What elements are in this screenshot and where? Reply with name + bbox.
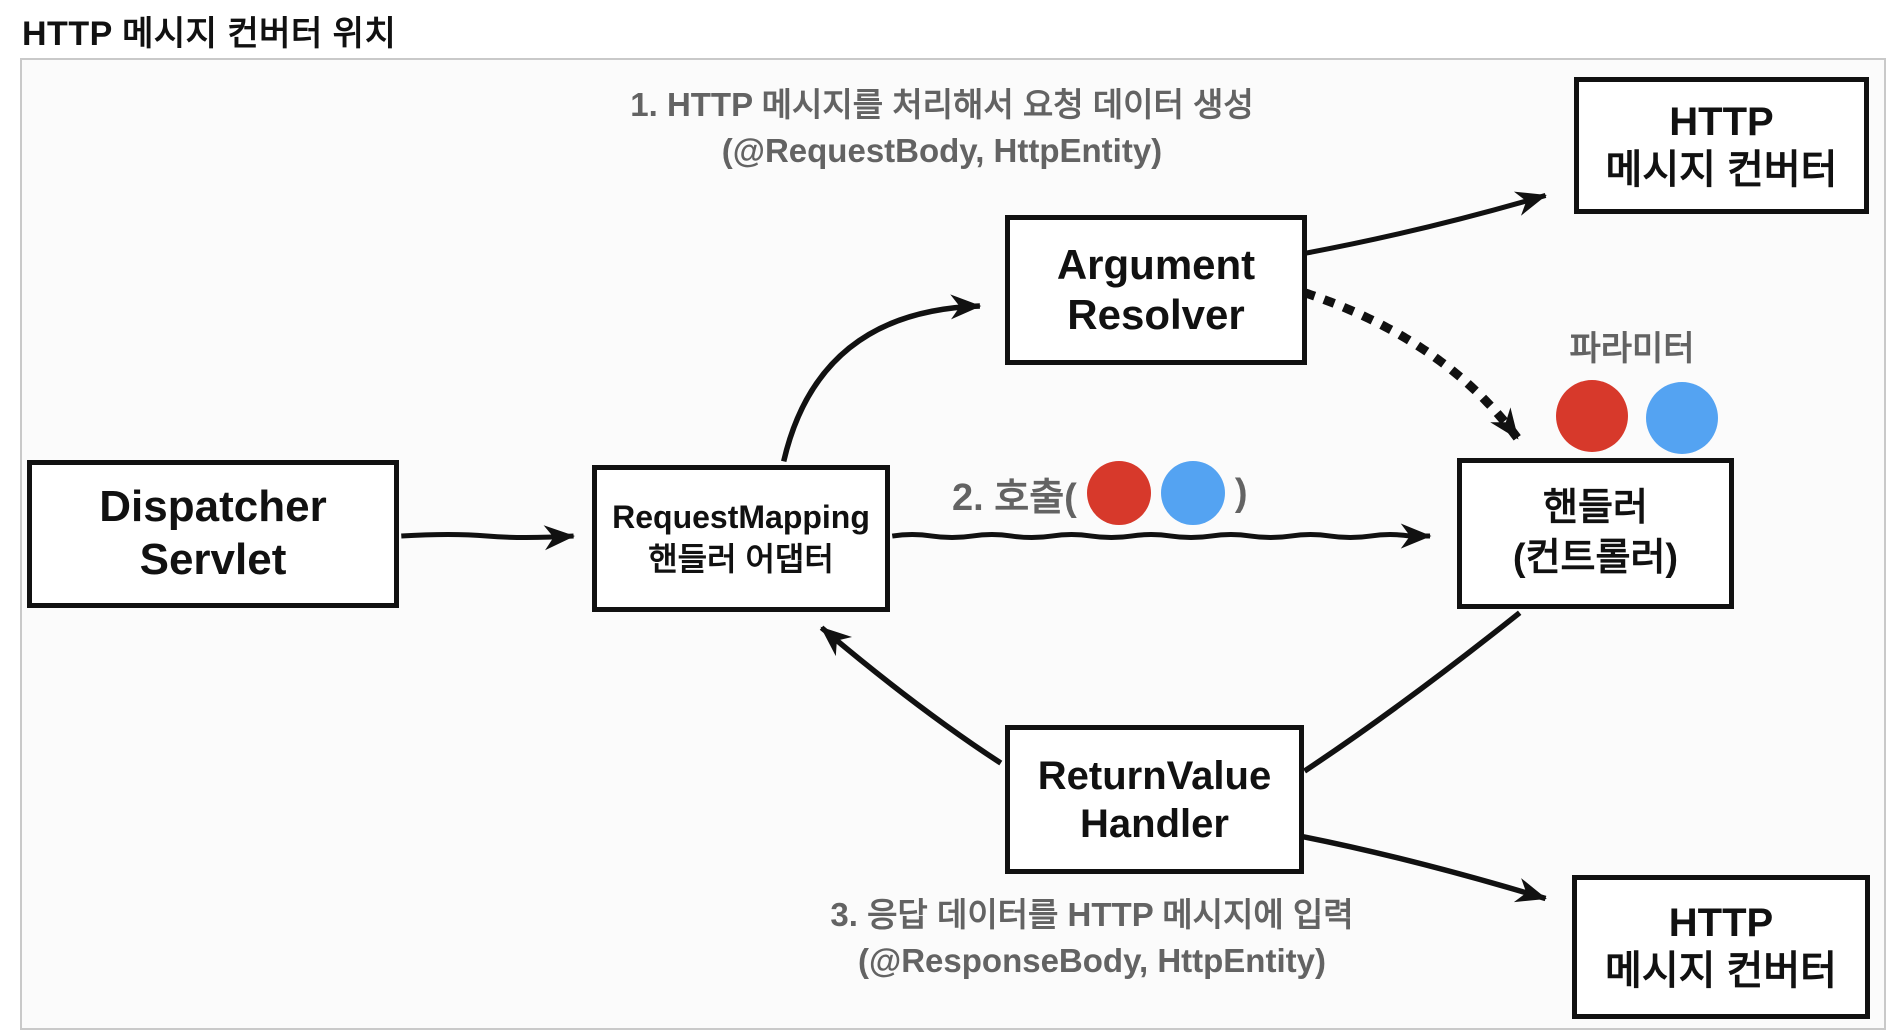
box-dispatcher-servlet: Dispatcher Servlet bbox=[27, 460, 399, 608]
box-label-line: Dispatcher bbox=[99, 482, 327, 532]
blue-parameter-dot bbox=[1646, 382, 1718, 454]
box-label-line: 핸들러 bbox=[1543, 487, 1648, 530]
annotation-step2-suffix: ) bbox=[1234, 471, 1248, 514]
box-argument-resolver: Argument Resolver bbox=[1005, 215, 1307, 365]
box-request-mapping-adapter: RequestMapping 핸들러 어댑터 bbox=[592, 465, 890, 612]
diagram-canvas: Dispatcher Servlet RequestMapping 핸들러 어댑… bbox=[20, 58, 1886, 1030]
box-label-line: (컨트롤러) bbox=[1512, 536, 1679, 579]
box-handler-controller: 핸들러 (컨트롤러) bbox=[1457, 458, 1734, 609]
annotation-step1-line1: 1. HTTP 메시지를 처리해서 요청 데이터 생성 bbox=[630, 86, 1254, 123]
annotation-step2-prefix: 2. 호출( bbox=[952, 476, 1077, 519]
box-label-line: 핸들러 어댑터 bbox=[648, 540, 834, 577]
page-title: HTTP 메시지 컨버터 위치 bbox=[22, 15, 397, 53]
arrow-return-value-handler-to-converter-bottom bbox=[1303, 834, 1547, 903]
arrow-argument-resolver-to-converter-top bbox=[1305, 191, 1547, 256]
arrow-return-value-handler-to-adapter bbox=[819, 625, 1003, 766]
box-return-value-handler: ReturnValue Handler bbox=[1005, 725, 1304, 874]
box-label-line: Servlet bbox=[139, 535, 287, 584]
parameter-label: 파라미터 bbox=[1569, 330, 1695, 368]
curve-handler-to-return-value-handler bbox=[1303, 610, 1522, 774]
annotation-step2-call: 2. 호출( ) bbox=[952, 459, 1247, 527]
blue-argument-dot bbox=[1160, 461, 1225, 525]
red-argument-dot bbox=[1086, 461, 1151, 525]
annotation-step3-line1: 3. 응답 데이터를 HTTP 메시지에 입력 bbox=[830, 896, 1354, 933]
box-label-line: Resolver bbox=[1067, 291, 1245, 338]
box-label-line: ReturnValue bbox=[1037, 753, 1272, 798]
box-label-line: HTTP bbox=[1669, 99, 1774, 144]
box-label-line: Argument bbox=[1056, 240, 1256, 288]
box-label-line: Handler bbox=[1080, 801, 1229, 846]
arrow-argument-resolver-to-handler-dashed bbox=[1302, 288, 1524, 445]
annotation-step1: 1. HTTP 메시지를 처리해서 요청 데이터 생성 (@RequestBod… bbox=[562, 82, 1322, 174]
arrow-dispatcher-to-adapter bbox=[401, 525, 575, 551]
arrow-call-adapter-to-handler bbox=[891, 523, 1432, 549]
annotation-step1-line2: (@RequestBody, HttpEntity) bbox=[721, 132, 1163, 170]
box-label-line: HTTP bbox=[1668, 901, 1774, 945]
box-http-message-converter-bottom: HTTP 메시지 컨버터 bbox=[1572, 875, 1870, 1019]
box-http-message-converter-top: HTTP 메시지 컨버터 bbox=[1574, 77, 1869, 214]
box-label-line: 메시지 컨버터 bbox=[1605, 949, 1837, 993]
box-label-line: RequestMapping bbox=[612, 498, 870, 535]
annotation-step3: 3. 응답 데이터를 HTTP 메시지에 입력 (@ResponseBody, … bbox=[702, 892, 1482, 984]
annotation-step3-line2: (@ResponseBody, HttpEntity) bbox=[858, 942, 1326, 980]
box-label-line: 메시지 컨버터 bbox=[1605, 147, 1838, 192]
red-parameter-dot bbox=[1556, 380, 1628, 452]
arrow-adapter-to-argument-resolver bbox=[781, 294, 982, 462]
